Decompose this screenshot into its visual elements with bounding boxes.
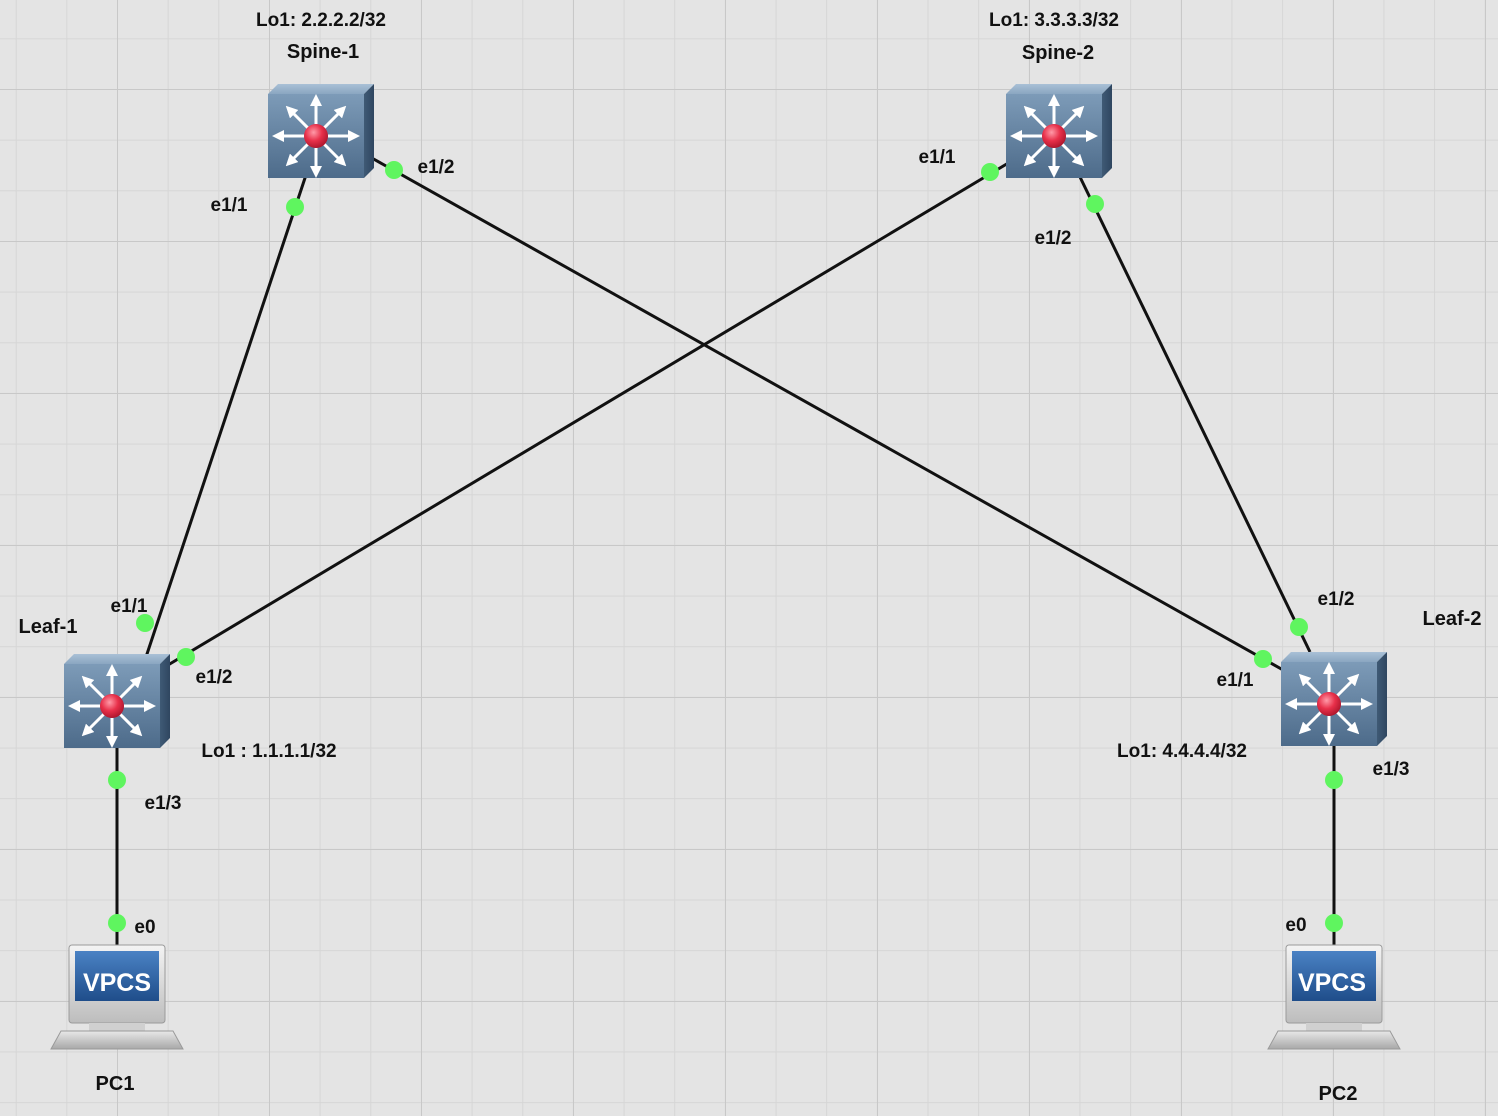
port-dot-leaf2-e1-1[interactable] <box>1254 650 1272 668</box>
port-dot-spine1-e1-1[interactable] <box>286 198 304 216</box>
port-label-leaf1-e1-2: e1/2 <box>196 667 233 688</box>
port-dot-spine1-e1-2[interactable] <box>385 161 403 179</box>
switch-spine-2[interactable] <box>1006 84 1112 178</box>
port-label-spine2-e1-1: e1/1 <box>919 147 956 168</box>
port-label-leaf2-e1-3: e1/3 <box>1373 759 1410 780</box>
link-spine2-leaf1[interactable] <box>162 160 1011 670</box>
link-spine1-leaf1[interactable] <box>143 174 308 661</box>
switch-icon <box>64 654 170 748</box>
switch-leaf-2[interactable] <box>1281 652 1387 746</box>
port-label-spine1-e1-2: e1/2 <box>418 157 455 178</box>
port-label-spine1-e1-1: e1/1 <box>211 195 248 216</box>
port-dot-spine2-e1-2[interactable] <box>1086 195 1104 213</box>
port-indicators <box>108 161 1343 932</box>
port-dot-leaf2-e1-2[interactable] <box>1290 618 1308 636</box>
pc-pc1[interactable]: VPCS <box>50 944 184 1050</box>
pc2-name-label[interactable]: PC2 <box>1319 1083 1358 1105</box>
port-label-leaf1-e1-1: e1/1 <box>111 596 148 617</box>
switch-spine-1[interactable] <box>268 84 374 178</box>
port-label-spine2-e1-2: e1/2 <box>1035 228 1072 249</box>
port-label-leaf2-e1-1: e1/1 <box>1217 670 1254 691</box>
vpcs-badge: VPCS <box>83 969 151 997</box>
link-spine1-leaf2[interactable] <box>369 155 1293 677</box>
computer-icon <box>1267 944 1401 1050</box>
vpcs-badge: VPCS <box>1298 969 1366 997</box>
switch-icon <box>1006 84 1112 178</box>
link-spine2-leaf2[interactable] <box>1078 176 1312 653</box>
port-label-leaf1-e1-3: e1/3 <box>145 793 182 814</box>
port-dot-spine2-e1-1[interactable] <box>981 163 999 181</box>
switch-icon <box>268 84 374 178</box>
leaf2-loopback-label: Lo1: 4.4.4.4/32 <box>1117 741 1247 762</box>
spine1-name-label[interactable]: Spine-1 <box>287 41 359 63</box>
spine2-name-label[interactable]: Spine-2 <box>1022 42 1094 64</box>
computer-icon <box>50 944 184 1050</box>
spine1-loopback-label: Lo1: 2.2.2.2/32 <box>256 10 386 31</box>
port-dot-leaf1-e1-1[interactable] <box>136 614 154 632</box>
switch-leaf-1[interactable] <box>64 654 170 748</box>
port-dot-pc1-e0[interactable] <box>108 914 126 932</box>
pc1-name-label[interactable]: PC1 <box>96 1073 135 1095</box>
port-label-leaf2-e1-2: e1/2 <box>1318 589 1355 610</box>
switch-icon <box>1281 652 1387 746</box>
leaf1-loopback-label: Lo1 : 1.1.1.1/32 <box>201 741 336 762</box>
pc-pc2[interactable]: VPCS <box>1267 944 1401 1050</box>
port-dot-leaf1-e1-3[interactable] <box>108 771 126 789</box>
port-label-pc1-e0: e0 <box>134 917 155 938</box>
port-label-pc2-e0: e0 <box>1285 915 1306 936</box>
port-dot-leaf2-e1-3[interactable] <box>1325 771 1343 789</box>
port-dot-leaf1-e1-2[interactable] <box>177 648 195 666</box>
spine2-loopback-label: Lo1: 3.3.3.3/32 <box>989 10 1119 31</box>
port-dot-pc2-e0[interactable] <box>1325 914 1343 932</box>
leaf2-name-label[interactable]: Leaf-2 <box>1423 608 1482 630</box>
leaf1-name-label[interactable]: Leaf-1 <box>19 616 78 638</box>
links <box>115 155 1336 945</box>
